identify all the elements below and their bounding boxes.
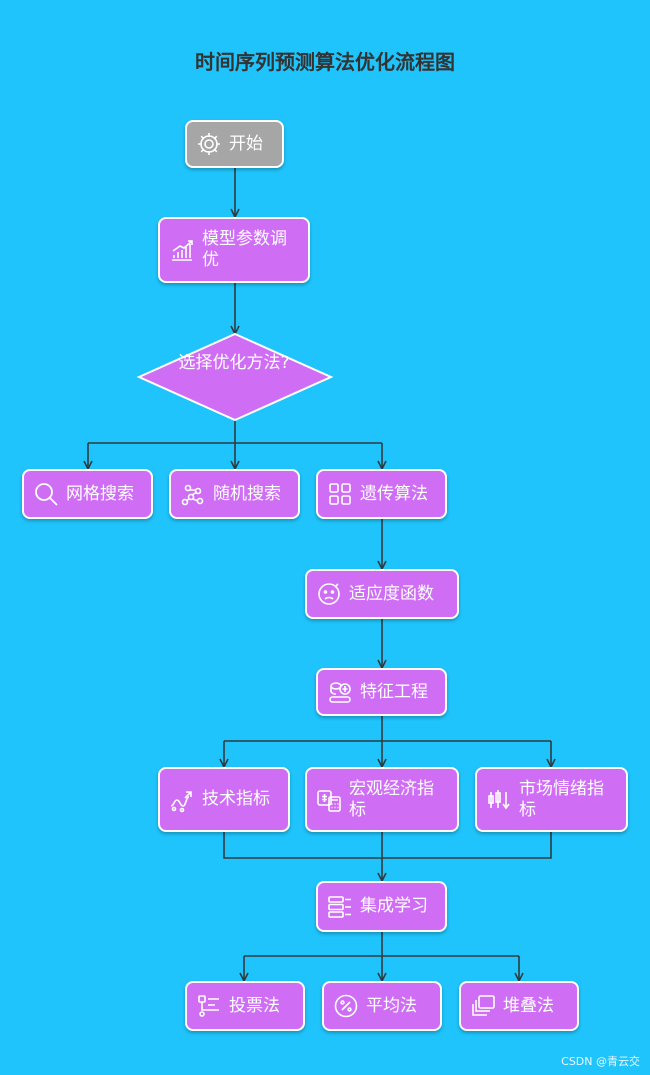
coins-icon — [326, 678, 354, 706]
layers-icon — [469, 992, 497, 1020]
node-label: 堆叠法 — [503, 995, 554, 1016]
node-technical-indicators[interactable]: 技术指标 — [158, 767, 290, 832]
node-macro-indicators[interactable]: 宏观经济指标 — [305, 767, 459, 832]
chart-title: 时间序列预测算法优化流程图 — [195, 50, 455, 74]
node-label: 宏观经济指标 — [349, 778, 434, 820]
gear-icon — [195, 130, 223, 158]
node-label: 适应度函数 — [349, 583, 434, 604]
candlestick-icon — [485, 786, 513, 814]
node-label: 市场情绪指标 — [519, 778, 604, 820]
edge-merge — [223, 832, 552, 881]
percent-icon — [332, 992, 360, 1020]
node-label: 平均法 — [366, 995, 417, 1016]
node-grid-search[interactable]: 网格搜索 — [22, 469, 153, 519]
node-fitness-function[interactable]: 适应度函数 — [305, 569, 459, 619]
node-ensemble-learning[interactable]: 集成学习 — [316, 881, 447, 932]
decision-label[interactable]: 选择优化方法? — [178, 353, 290, 373]
node-label: 开始 — [229, 133, 263, 154]
node-sentiment-indicators[interactable]: 市场情绪指标 — [475, 767, 628, 832]
edge-feature-branch — [224, 716, 551, 742]
node-feature-engineering[interactable]: 特征工程 — [316, 668, 447, 716]
grid-icon — [326, 480, 354, 508]
decision-diamond — [136, 332, 334, 422]
bar-chart-icon — [168, 236, 196, 264]
node-label: 集成学习 — [360, 896, 428, 916]
node-genetic-algorithm[interactable]: 遗传算法 — [316, 469, 447, 519]
face-icon — [315, 580, 343, 608]
node-label: 特征工程 — [360, 681, 428, 702]
search-icon — [32, 480, 60, 508]
list-icon — [195, 992, 223, 1020]
edge-choose-branch — [88, 420, 382, 444]
scatter-icon — [179, 480, 207, 508]
node-label: 模型参数调优 — [202, 229, 287, 270]
node-voting[interactable]: 投票法 — [185, 981, 305, 1031]
trend-icon — [168, 786, 196, 814]
node-start[interactable]: 开始 — [185, 120, 284, 168]
node-label: 随机搜索 — [213, 483, 281, 504]
node-average[interactable]: 平均法 — [322, 981, 442, 1031]
node-label: 技术指标 — [202, 789, 270, 809]
edge-ensemble-branch — [244, 932, 519, 957]
node-label: 遗传算法 — [360, 483, 428, 504]
node-random-search[interactable]: 随机搜索 — [169, 469, 300, 519]
node-model-tuning[interactable]: 模型参数调优 — [158, 217, 310, 283]
node-label: 投票法 — [229, 995, 280, 1016]
watermark-text: CSDN @青云交 — [561, 1055, 640, 1068]
stack-icon — [326, 893, 354, 921]
calculator-icon — [315, 786, 343, 814]
node-label: 网格搜索 — [66, 483, 134, 504]
node-stacking[interactable]: 堆叠法 — [459, 981, 579, 1031]
